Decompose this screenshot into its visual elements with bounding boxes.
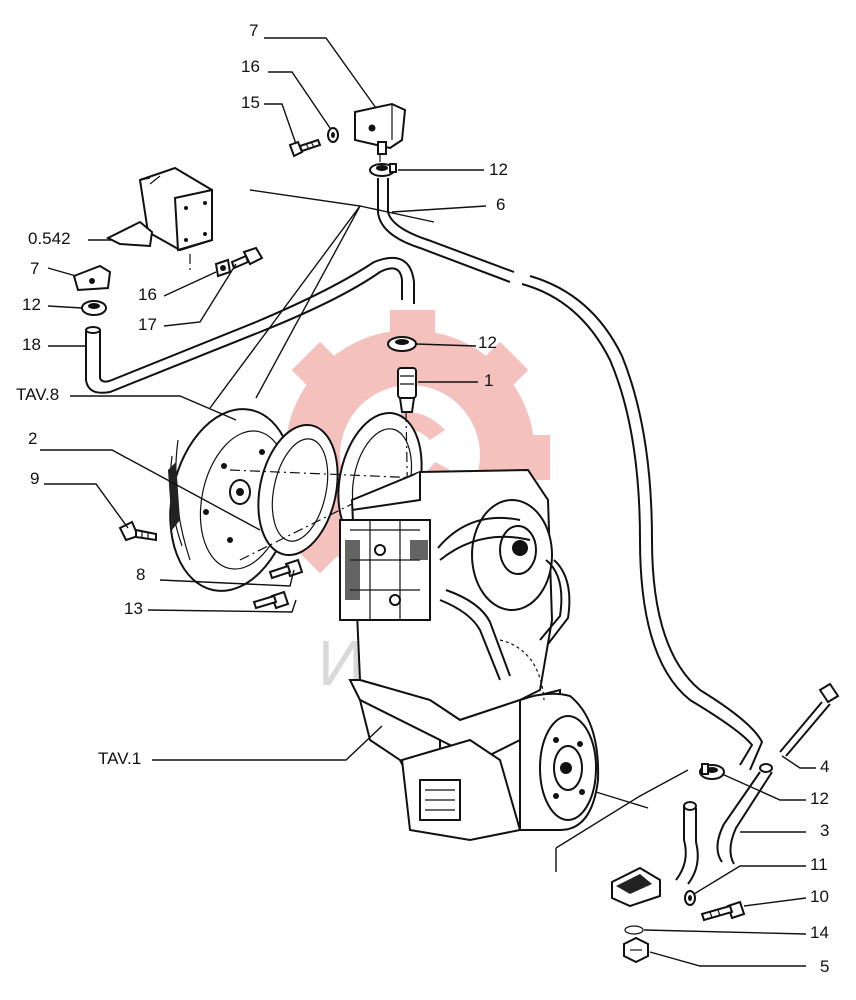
- clamp-12-top: [369, 163, 397, 177]
- callout-6: 6: [496, 195, 505, 214]
- gasket-2: [257, 423, 339, 557]
- callout-12-center: 12: [478, 333, 497, 352]
- tube-3: [675, 763, 773, 885]
- callout-1: 1: [484, 371, 493, 390]
- bolt-13: [252, 590, 290, 610]
- clamp-12-left: [81, 300, 107, 316]
- callout-18: 18: [22, 335, 41, 354]
- fitting-1: [397, 367, 417, 413]
- callout-9: 9: [30, 469, 39, 488]
- bolt-9: [118, 520, 157, 542]
- callout-16-left: 16: [138, 285, 157, 304]
- washer-16-top: [327, 127, 339, 143]
- callout-12-top: 12: [489, 160, 508, 179]
- callout-15: 15: [241, 93, 260, 112]
- callout-0542: 0.542: [28, 229, 71, 248]
- bolt-10: [700, 900, 746, 922]
- callout-2: 2: [28, 429, 37, 448]
- callout-4: 4: [820, 757, 829, 776]
- callout-11: 11: [810, 855, 828, 874]
- callout-17: 17: [138, 315, 157, 334]
- bolt-8: [268, 558, 304, 580]
- callout-10: 10: [810, 887, 829, 906]
- hose-18: [85, 257, 415, 394]
- dipstick-4: [779, 682, 840, 757]
- callout-14: 14: [810, 923, 829, 942]
- bracket-7-top: [354, 102, 407, 155]
- callout-12-left: 12: [22, 295, 41, 314]
- callout-tav8: TAV.8: [16, 385, 59, 404]
- plug-5: [623, 936, 649, 964]
- callout-7-top: 7: [249, 21, 258, 40]
- bolt-15: [288, 138, 322, 158]
- callout-12-lower: 12: [810, 789, 829, 808]
- bolt-17: [230, 246, 264, 270]
- transmission-body: [339, 468, 600, 842]
- callout-3: 3: [820, 821, 829, 840]
- callout-5: 5: [820, 957, 829, 976]
- callout-13: 13: [124, 599, 143, 618]
- bracket-lower: [611, 866, 661, 908]
- callout-tav1: TAV.1: [98, 749, 141, 768]
- callout-8: 8: [136, 565, 145, 584]
- callout-16-top: 16: [241, 57, 260, 76]
- clamp-12-center: [387, 336, 417, 352]
- callout-7-left: 7: [30, 259, 39, 278]
- nut-16-left: [214, 258, 232, 278]
- clamp-12-lower: [699, 763, 725, 780]
- bracket-7-left: [72, 264, 112, 292]
- cover-0542: [105, 166, 213, 252]
- washer-11: [684, 890, 696, 906]
- oring-14: [624, 925, 644, 935]
